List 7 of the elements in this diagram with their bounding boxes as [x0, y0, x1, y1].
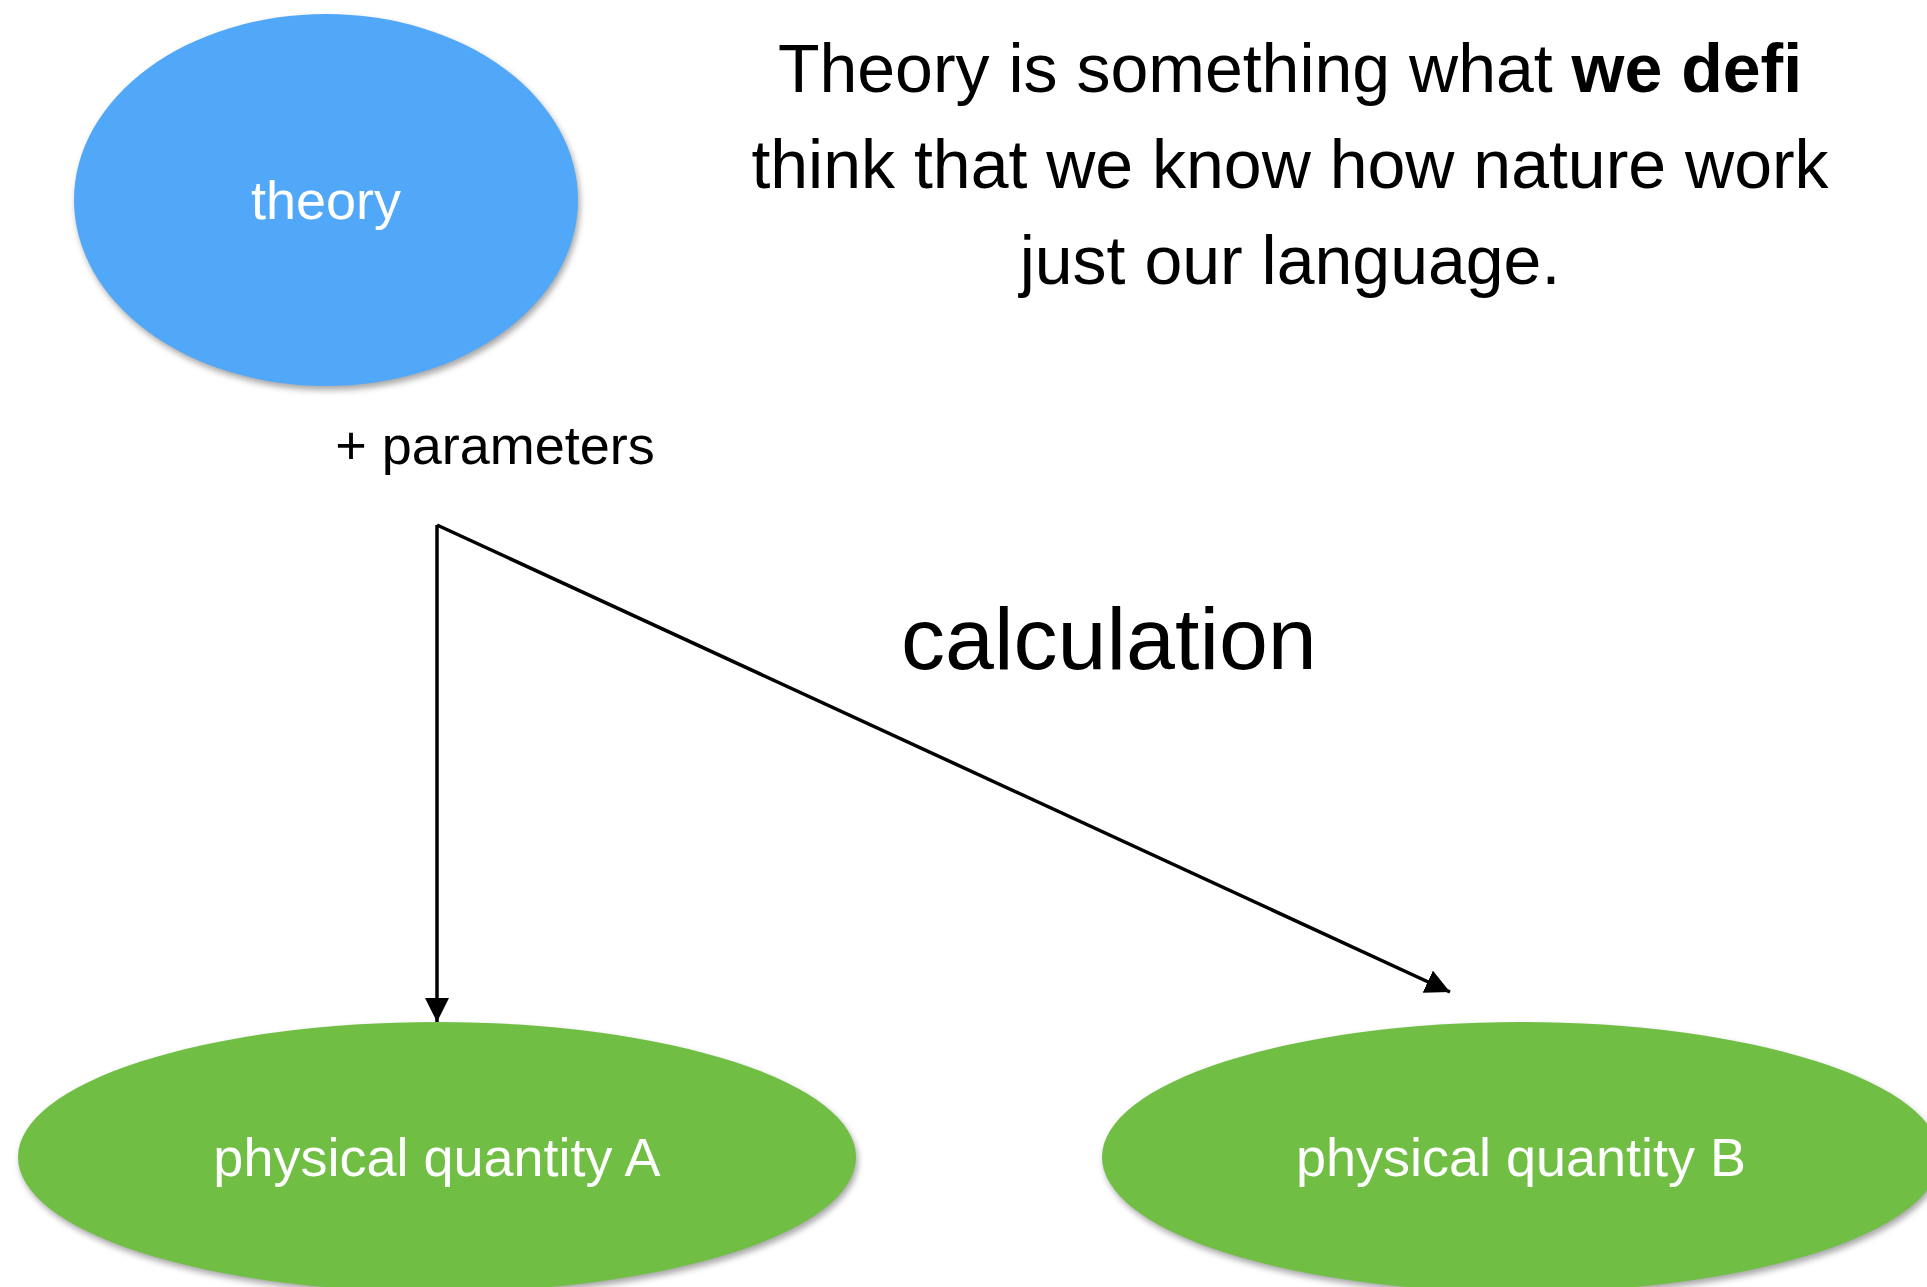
text-paragraph: Theory is something what we defi	[776, 29, 1804, 108]
node-label: physical quantity B	[1295, 1126, 1747, 1188]
text-paragraph: just our language.	[1017, 221, 1562, 300]
text-paragraph: think that we know how nature work	[750, 125, 1830, 204]
node-label: physical quantity A	[213, 1126, 661, 1188]
node-label: + parameters	[335, 414, 655, 476]
node-label: theory	[250, 169, 402, 231]
